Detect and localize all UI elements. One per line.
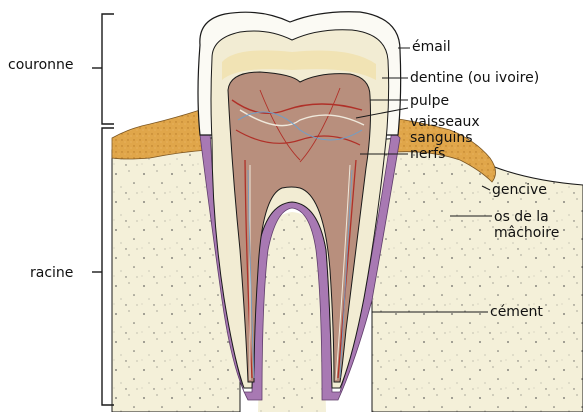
label-dentine: dentine (ou ivoire) (410, 70, 539, 86)
label-racine: racine (30, 265, 73, 281)
label-vaisseaux-line1: vaisseaux (410, 114, 480, 130)
label-vaisseaux-sanguins: vaisseaux sanguins (410, 114, 480, 146)
label-gencive: gencive (492, 182, 547, 198)
couronne-bracket (92, 14, 114, 124)
racine-bracket (92, 128, 114, 405)
label-cement: cément (490, 304, 543, 320)
label-os-line2: mâchoire (494, 225, 559, 241)
label-pulpe: pulpe (410, 93, 449, 109)
label-os-machoire: os de la mâchoire (494, 209, 559, 241)
label-couronne: couronne (8, 57, 74, 73)
label-os-line1: os de la (494, 209, 559, 225)
label-vaisseaux-line2: sanguins (410, 130, 480, 146)
label-email: émail (412, 39, 451, 55)
label-nerfs: nerfs (410, 146, 445, 162)
